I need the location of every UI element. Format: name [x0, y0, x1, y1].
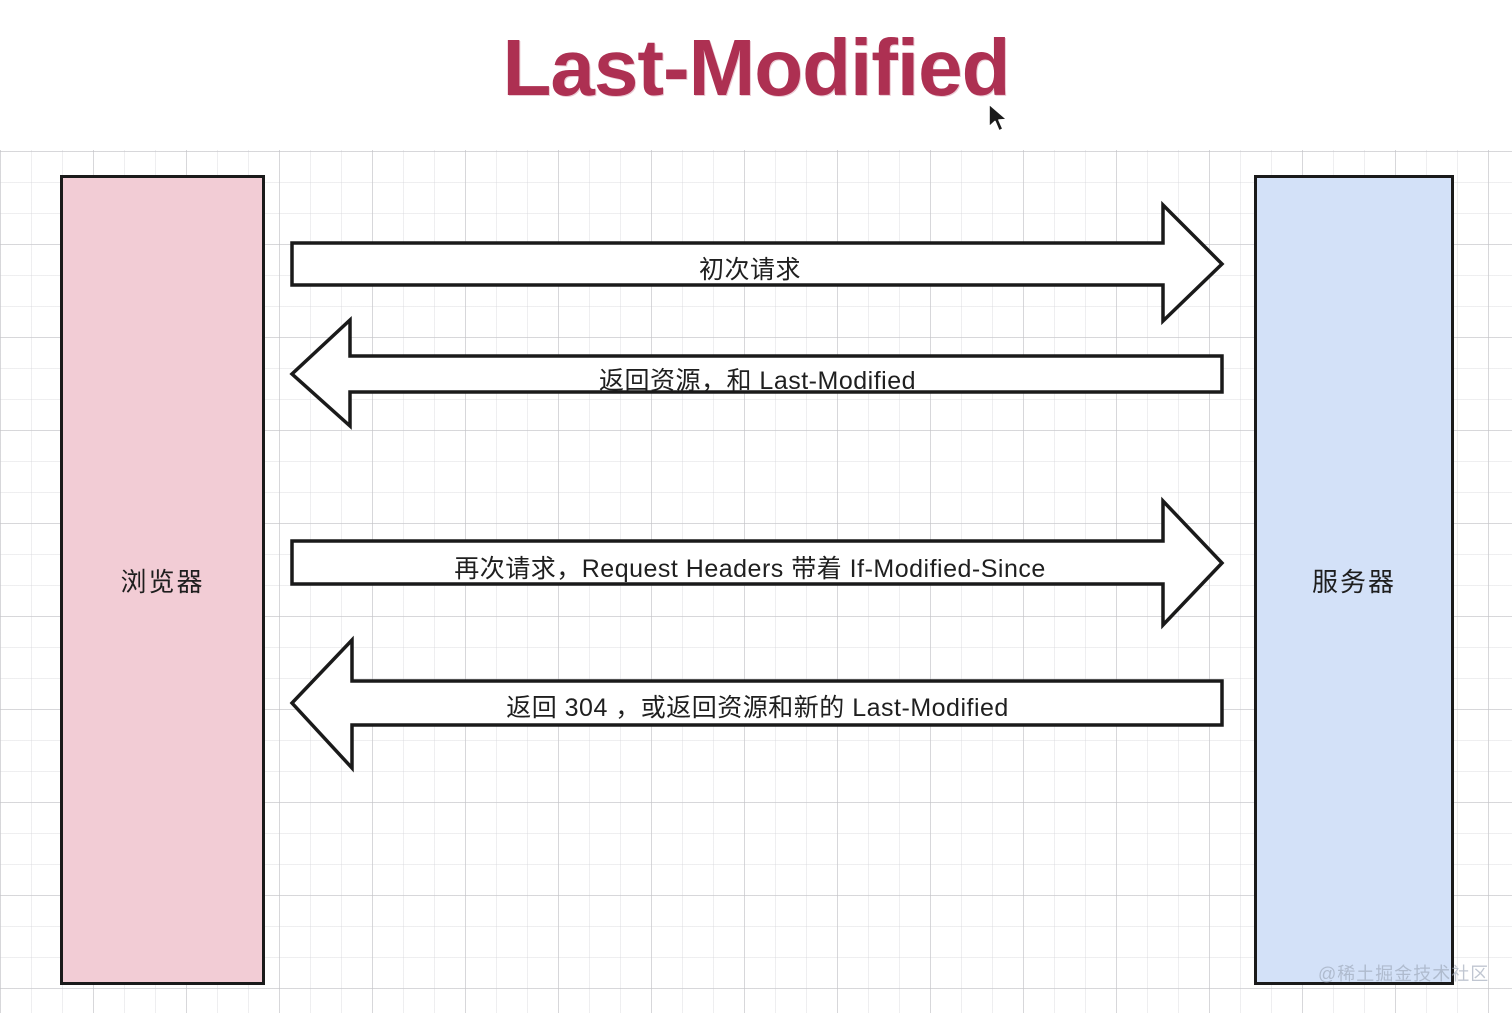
mouse-pointer-icon — [988, 104, 1008, 132]
message-label-1: 初次请求 — [698, 256, 801, 284]
actor-box-browser: 浏览器 — [60, 175, 265, 985]
actor-label-browser: 浏览器 — [120, 566, 205, 597]
actor-label-server: 服务器 — [1311, 566, 1396, 597]
watermark: @稀土掘金技术社区 — [1318, 964, 1490, 984]
message-label-2: 返回资源，和 Last-Modified — [598, 367, 917, 395]
message-label-3: 再次请求，Request Headers 带着 If-Modified-Sinc… — [454, 555, 1046, 583]
page-title: Last-Modified — [502, 23, 1011, 112]
actor-box-server: 服务器 — [1254, 175, 1454, 985]
message-arrow-3-shape — [290, 496, 1225, 630]
message-label-4: 返回 304 ，或返回资源和新的 Last-Modified — [506, 694, 1009, 722]
message-arrow-1-shape — [290, 200, 1225, 326]
message-arrow-2-shape — [289, 315, 1224, 430]
message-arrow-4-shape — [289, 635, 1224, 773]
